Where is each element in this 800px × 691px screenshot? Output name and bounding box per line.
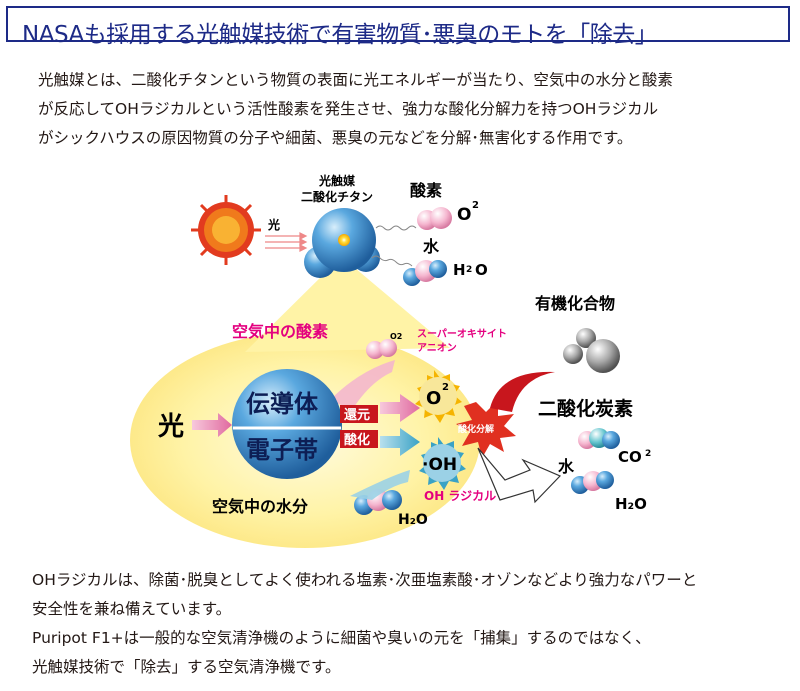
explosion-icon [456,400,516,458]
oxygen-formula: O [457,205,471,225]
air-water-molecule-icon [354,489,402,515]
light-rays [265,232,308,252]
oxidation-arrow [380,428,420,456]
superoxide-label-2: アニオン [417,342,457,354]
o2-ion-label: O [426,388,441,409]
oh-radical-label: OH ラジカル [424,489,496,503]
intro-line: 光触媒とは、二酸化チタンという物質の表面に光エネルギーが当たり、空気中の水分と酸… [38,71,673,89]
water-molecule-icon [403,260,447,286]
air-water-label: 空気中の水分 [212,497,308,516]
hydroxyl-radical-icon [419,437,466,490]
outro-paragraph: OHラジカルは、除菌･脱臭としてよく使われる塩素･次亜塩素酸･オゾンなどより強力… [32,566,697,682]
co2-formula: CO [618,448,642,466]
intro-line: がシックハウスの原因物質の分子や細菌、悪臭の元などを分解･無害化する作用です。 [38,129,633,147]
o2-ion-sup: 2 [442,382,449,393]
outro-line: OHラジカルは、除菌･脱臭としてよく使われる塩素･次亜塩素酸･オゾンなどより強力… [32,571,698,589]
conduction-band-label: 伝導体 [246,390,319,418]
water-product-formula: H₂O [615,495,647,513]
water-label: 水 [423,237,440,256]
light-small-label: 光 [267,217,280,232]
co2-molecule-icon [578,428,620,449]
water-formula-o: O [475,261,488,279]
wave-to-oxygen [375,225,417,231]
intro-line: が反応してOHラジカルという活性酸素を発生させ、強力な酸化分解力を持つOHラジカ… [38,100,659,118]
outro-line: 安全性を兼ね備えています。 [32,600,232,618]
small-oxygen-icon [366,339,397,359]
air-water-formula: H₂O [398,512,428,528]
water2-label: 水 [558,457,575,476]
product-arrow [477,447,562,504]
glow-cone [245,268,450,352]
catalyst-core-sphere [232,369,342,479]
oxygen-label: 酸素 [410,181,442,200]
water-formula-sub: 2 [466,265,472,275]
outro-line: 光触媒技術で「除去」する空気清浄機です。 [32,658,341,676]
page-title: NASAも採用する光触媒技術で有害物質･悪臭のモトを「除去」 [22,22,658,48]
photocatalyst-diagram: 光 光触媒 二酸化チタン 酸素 O 2 水 H 2 O 有機化合物 空気中の [130,173,651,548]
water-product-icon [571,471,614,494]
air-oxygen-label: 空気中の酸素 [232,322,328,341]
organic-compound-molecule-icon [563,328,620,373]
superoxide-label-1: スーパーオキサイト [417,328,507,340]
light-arrow [192,413,232,437]
decompose-label: 酸化分解 [458,423,494,435]
organic-swoosh [490,371,555,412]
oxidation-label: 酸化 [344,432,370,448]
reduction-arrow [380,394,420,422]
catalyst-label: 光触媒 [318,173,356,188]
oxygen-subscript: 2 [472,200,479,211]
oxygen-swoosh [330,360,395,410]
organic-compound-label: 有機化合物 [535,294,615,313]
reduction-tag [340,405,378,423]
intro-paragraph: 光触媒とは、二酸化チタンという物質の表面に光エネルギーが当たり、空気中の水分と酸… [38,66,673,153]
oh-ion-label: ·OH [422,455,457,475]
title-box: NASAも採用する光触媒技術で有害物質･悪臭のモトを「除去」 [6,6,790,48]
o2-small-label: O2 [390,332,402,341]
wave-to-water [371,255,413,267]
sun-icon [191,195,261,265]
outro-line: Puripot F1+は一般的な空気清浄機のように細菌や臭いの元を「捕集」するの… [32,629,651,647]
oxygen-molecule-icon [417,207,452,230]
water-formula-h: H [453,261,466,279]
co2-title: 二酸化炭素 [538,397,633,420]
light-big-label: 光 [157,412,184,442]
oxidation-tag [340,430,378,448]
water-swoosh [350,470,410,500]
titanium-dioxide-sphere-icon [304,208,380,278]
co2-subscript: 2 [645,449,651,459]
reduction-label: 還元 [344,407,370,423]
titanium-label: 二酸化チタン [301,189,373,204]
electron-band-label: 電子帯 [246,436,318,464]
superoxide-ion-icon [415,370,462,423]
